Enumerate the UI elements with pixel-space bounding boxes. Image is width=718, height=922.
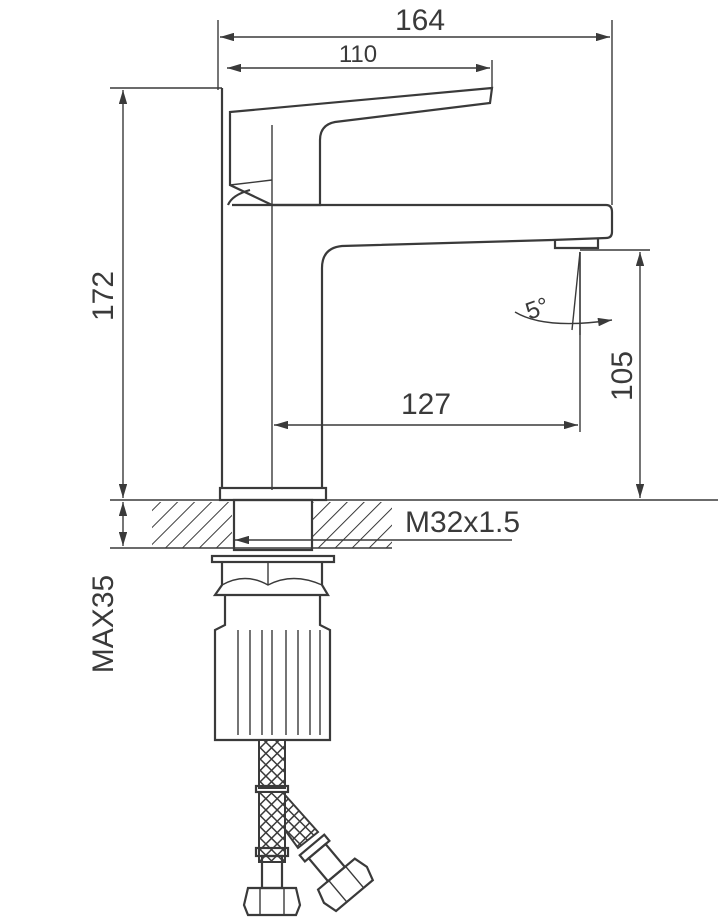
dim-164-label: 164 (395, 4, 445, 37)
dim-5deg-label: 5° (522, 292, 553, 325)
dim-127-label: 127 (401, 388, 451, 421)
faucet-body (220, 88, 614, 490)
dimension-spout-reach: 127 (274, 252, 581, 432)
lock-nut (210, 554, 336, 597)
thread-label: M32x1.5 (405, 506, 520, 539)
mounting-nut (213, 595, 332, 742)
dim-105-label: 105 (606, 351, 639, 401)
deck-section: M32x1.5 MAX35 (87, 499, 718, 673)
dimension-overall-length: 164 (217, 4, 613, 205)
supply-hoses (242, 739, 375, 917)
base-flange (218, 486, 328, 502)
dim-110-label: 110 (339, 41, 377, 68)
threaded-shank (232, 498, 314, 552)
dimension-overall-height: 172 (87, 87, 222, 498)
dim-172-label: 172 (87, 271, 120, 321)
dimension-handle-length: 110 (227, 41, 493, 88)
dimension-spout-height: 105 (580, 249, 650, 498)
handle-lever (228, 86, 494, 207)
dimension-spout-angle: 5° (514, 251, 613, 335)
max-deck-label: MAX35 (87, 575, 120, 673)
